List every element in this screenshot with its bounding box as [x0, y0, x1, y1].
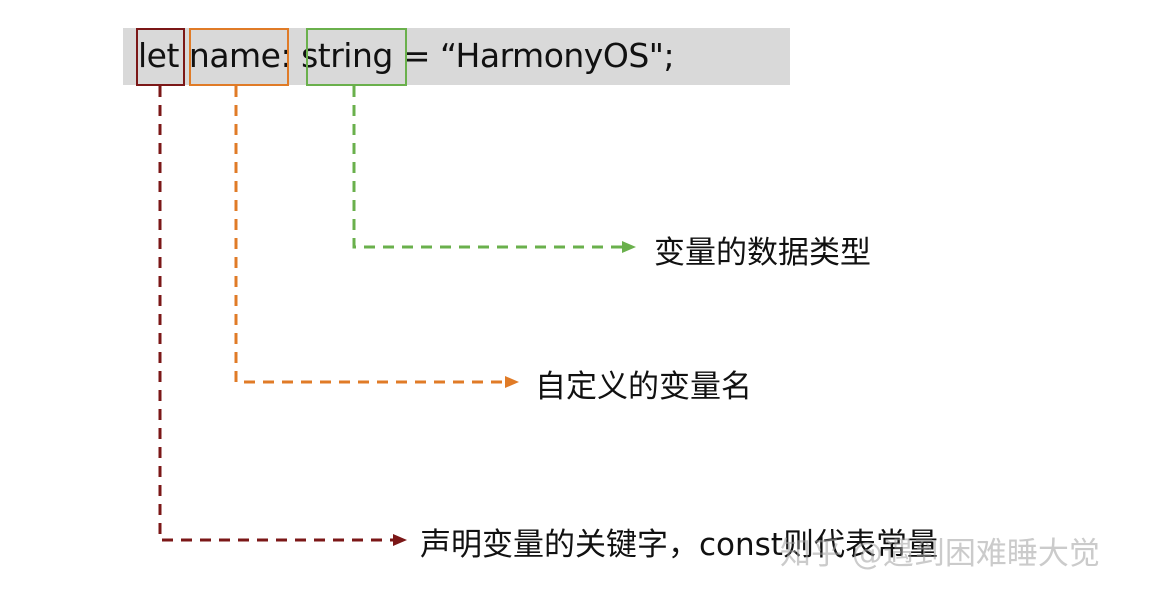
watermark: 知乎 @遇到困难睡大觉 [780, 536, 1100, 572]
type-connector [352, 86, 636, 253]
code-line: let name: string = “HarmonyOS"; [138, 36, 675, 75]
arrow-right-icon [622, 241, 636, 253]
identifier-connector [234, 86, 519, 388]
type-annotation-label: 变量的数据类型 [654, 235, 871, 271]
type-highlight-box [306, 28, 407, 86]
keyword-connector [158, 86, 407, 546]
keyword-annotation-label: 声明变量的关键字，const则代表常量 [420, 527, 938, 563]
arrow-right-icon [505, 376, 519, 388]
arrow-right-icon [393, 534, 407, 546]
code-line-background [123, 28, 790, 85]
identifier-highlight-box [189, 28, 289, 86]
identifier-annotation-label: 自定义的变量名 [535, 369, 752, 405]
keyword-highlight-box [136, 28, 185, 86]
